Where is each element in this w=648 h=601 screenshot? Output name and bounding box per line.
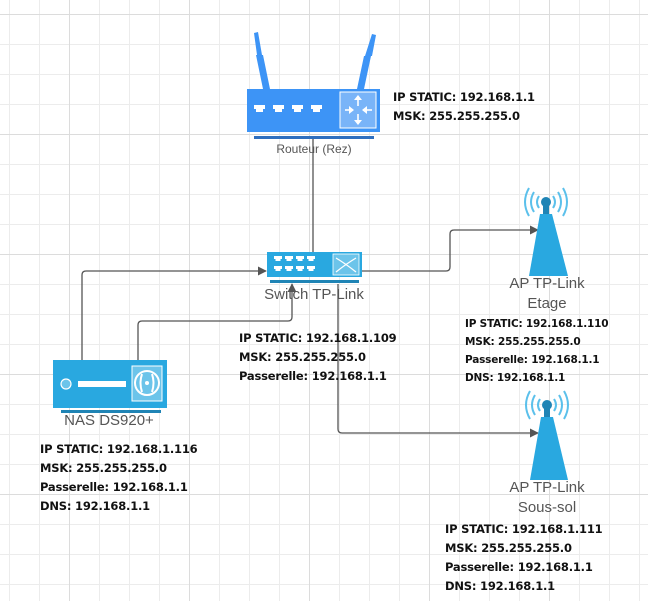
access-point-icon bbox=[525, 390, 569, 480]
router-info: IP STATIC: 192.168.1.1 MSK: 255.255.255.… bbox=[393, 88, 535, 126]
nas-ip: IP STATIC: 192.168.1.116 bbox=[40, 442, 198, 456]
nas-info: IP STATIC: 192.168.1.116 MSK: 255.255.25… bbox=[40, 440, 198, 516]
ap-etage-node[interactable] bbox=[524, 187, 568, 276]
ap-soussol-node[interactable] bbox=[525, 390, 569, 480]
nas-mask: MSK: 255.255.255.0 bbox=[40, 461, 167, 475]
ap-etage-label-line2: Etage bbox=[527, 295, 567, 312]
ap-etage-info: IP STATIC: 192.168.1.110 MSK: 255.255.25… bbox=[465, 315, 609, 387]
ap-etage-gateway: Passerelle: 192.168.1.1 bbox=[465, 354, 600, 366]
ap-etage-mask: MSK: 255.255.255.0 bbox=[465, 336, 581, 348]
edge-nas-switch-right[interactable] bbox=[137, 283, 297, 360]
connectors bbox=[81, 139, 539, 438]
ap-etage-ip: IP STATIC: 192.168.1.110 bbox=[465, 318, 609, 330]
nas-label: NAS DS920+ bbox=[64, 412, 154, 429]
router-node[interactable] bbox=[247, 32, 380, 139]
edge-switch-ap-etage[interactable] bbox=[362, 225, 539, 272]
switch-gateway: Passerelle: 192.168.1.1 bbox=[239, 369, 387, 383]
router-mask: MSK: 255.255.255.0 bbox=[393, 109, 520, 123]
wifi-waves-icon bbox=[524, 187, 568, 217]
wifi-waves-icon bbox=[525, 390, 569, 420]
ap-soussol-gateway: Passerelle: 192.168.1.1 bbox=[445, 560, 593, 574]
switch-label: Switch TP-Link bbox=[264, 286, 364, 303]
ap-soussol-label-line2: Sous-sol bbox=[517, 499, 577, 516]
nas-icon bbox=[53, 360, 167, 413]
access-point-icon bbox=[524, 187, 568, 276]
switch-ip: IP STATIC: 192.168.1.109 bbox=[239, 331, 397, 345]
edge-nas-switch-left[interactable] bbox=[81, 266, 267, 360]
ap-soussol-info: IP STATIC: 192.168.1.111 MSK: 255.255.25… bbox=[445, 520, 603, 596]
router-label: Routeur (Rez) bbox=[276, 142, 352, 156]
nas-node[interactable] bbox=[53, 360, 167, 413]
router-ip: IP STATIC: 192.168.1.1 bbox=[393, 90, 535, 104]
edge-switch-ap-soussol[interactable] bbox=[337, 284, 539, 438]
ap-soussol-mask: MSK: 255.255.255.0 bbox=[445, 541, 572, 555]
nas-gateway: Passerelle: 192.168.1.1 bbox=[40, 480, 188, 494]
switch-info: IP STATIC: 192.168.1.109 MSK: 255.255.25… bbox=[239, 329, 397, 386]
ap-etage-label-line1: AP TP-Link bbox=[509, 275, 585, 292]
switch-icon bbox=[267, 252, 362, 283]
ap-soussol-label-line1: AP TP-Link bbox=[509, 479, 585, 496]
switch-mask: MSK: 255.255.255.0 bbox=[239, 350, 366, 364]
ap-soussol-dns: DNS: 192.168.1.1 bbox=[445, 579, 555, 593]
router-icon bbox=[247, 32, 380, 139]
ap-soussol-ip: IP STATIC: 192.168.1.111 bbox=[445, 522, 603, 536]
nas-dns: DNS: 192.168.1.1 bbox=[40, 499, 150, 513]
ap-etage-dns: DNS: 192.168.1.1 bbox=[465, 372, 566, 384]
switch-node[interactable] bbox=[267, 252, 362, 283]
